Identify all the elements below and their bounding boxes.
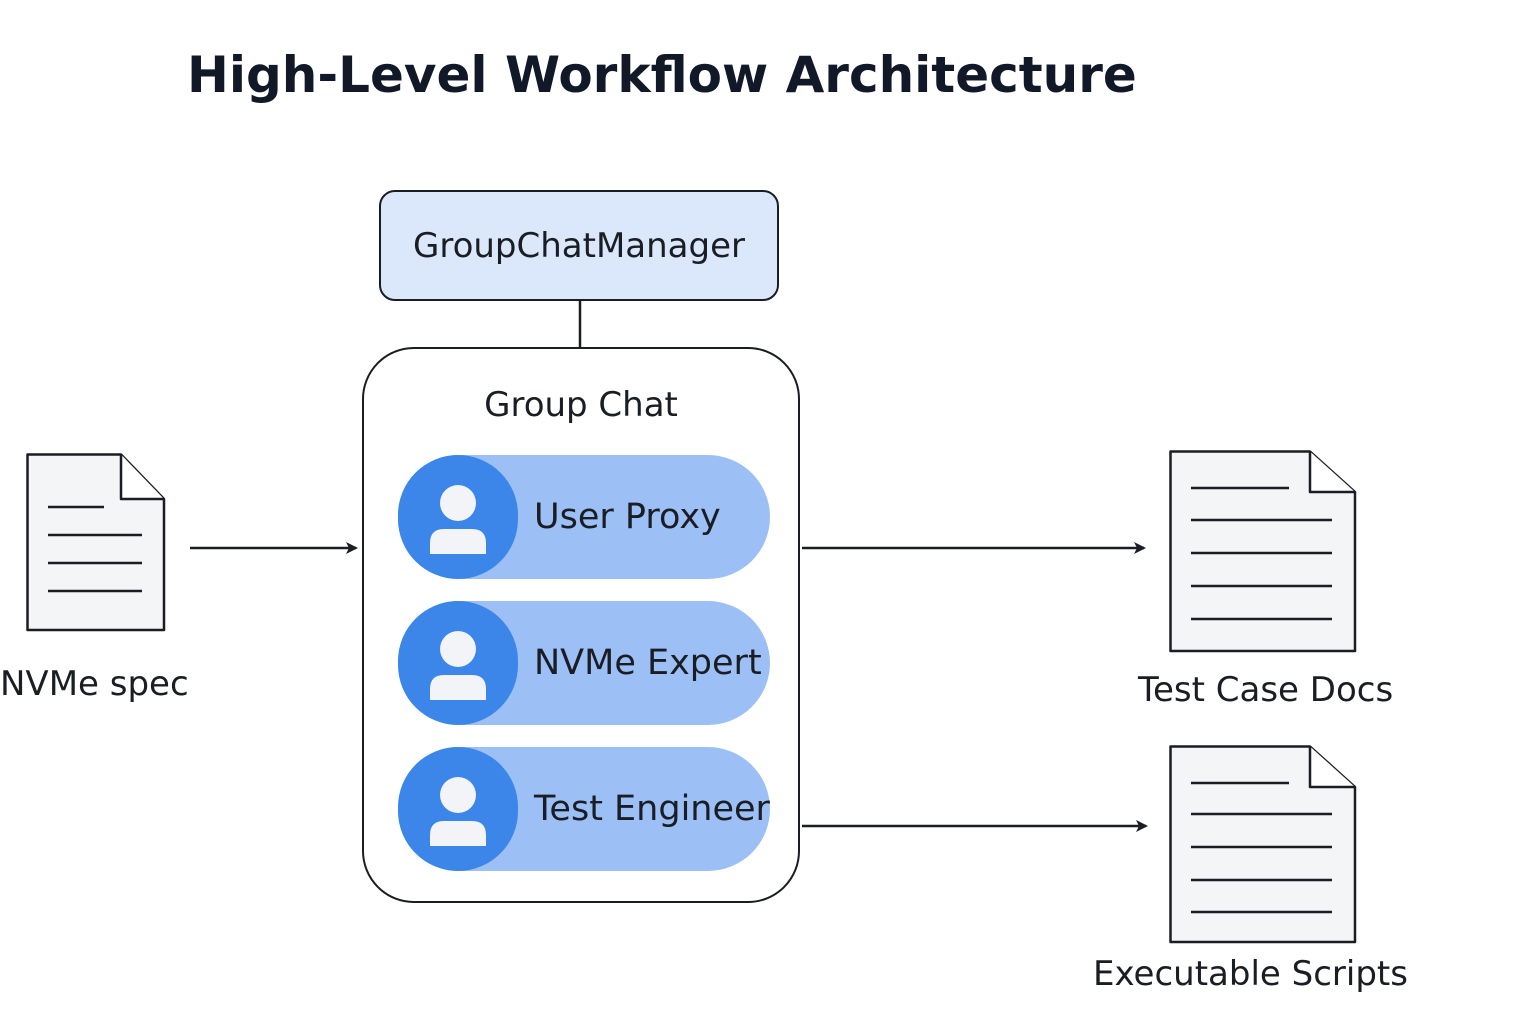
user-icon [398,601,518,725]
agent-label: NVMe Expert [534,643,762,683]
group-chat-manager-label: GroupChatManager [413,225,745,266]
user-icon [398,455,518,579]
document-icon [1169,450,1357,658]
agent-nvme-expert: NVMe Expert [398,601,770,725]
output-doc-label: Executable Scripts [1093,954,1408,994]
agent-label: Test Engineer [534,789,770,829]
user-icon [398,747,518,871]
agent-label: User Proxy [534,497,721,537]
group-chat-label: Group Chat [484,385,678,425]
group-chat-container: Group Chat User Proxy NVMe Expert [362,347,800,903]
agent-test-engineer: Test Engineer [398,747,770,871]
agent-user-proxy: User Proxy [398,455,770,579]
document-icon [1169,745,1357,949]
group-chat-manager-box: GroupChatManager [379,190,779,301]
output-doc-label: Test Case Docs [1138,670,1394,710]
document-icon [26,453,166,637]
page-title: High-Level Workflow Architecture [187,46,1137,104]
input-doc-label: NVMe spec [0,664,189,704]
